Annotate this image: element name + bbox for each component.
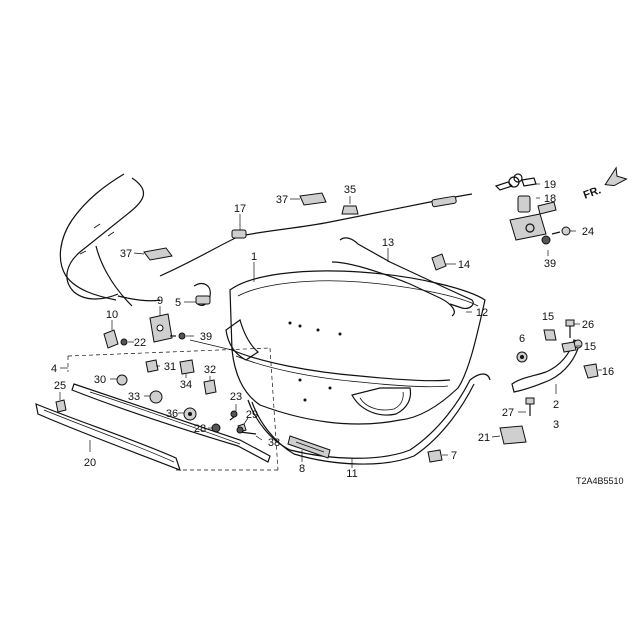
nut-35 [341, 196, 359, 215]
grommet-6 [516, 351, 528, 363]
direction-label: FR. [582, 184, 603, 201]
callout-16: 16 [602, 366, 614, 378]
clip-25 [55, 392, 67, 413]
callout-5: 5 [175, 297, 181, 309]
callout-19: 19 [544, 179, 556, 191]
lock-cylinder [494, 173, 557, 256]
callout-15b: 15 [584, 341, 596, 353]
garnish-strip [71, 383, 271, 463]
callout-38: 38 [268, 437, 280, 449]
callout-9: 9 [157, 295, 163, 307]
trunk-lid [225, 262, 486, 425]
callout-12: 12 [476, 307, 488, 319]
callout-29: 29 [246, 409, 258, 421]
front-direction-arrow [604, 166, 628, 187]
callout-23: 23 [230, 391, 242, 403]
callout-labels: 1 2 3 4 5 6 7 8 9 10 11 12 13 14 15 15 1… [51, 179, 614, 480]
trunk-garnish-20 [35, 403, 181, 472]
bolt-26 [565, 319, 580, 338]
callout-3: 3 [553, 419, 559, 431]
callout-1: 1 [251, 251, 257, 263]
callout-7: 7 [451, 450, 457, 462]
bolt-24 [551, 226, 576, 236]
emblem-plate-21 [491, 425, 527, 445]
fasteners [110, 359, 263, 441]
callout-35: 35 [344, 184, 356, 196]
opener-cable [59, 173, 473, 307]
callout-18: 18 [544, 193, 556, 205]
callout-37b: 37 [276, 194, 288, 206]
callout-15a: 15 [542, 311, 554, 323]
garnish-group-outline [60, 347, 279, 471]
callout-21: 21 [478, 432, 490, 444]
callout-32: 32 [204, 364, 216, 376]
callout-20: 20 [84, 457, 96, 469]
callout-2: 2 [553, 399, 559, 411]
callout-11: 11 [346, 468, 357, 480]
callout-37a: 37 [120, 248, 132, 260]
callout-34: 34 [180, 379, 192, 391]
callout-8: 8 [299, 463, 305, 475]
bumper-stop-7 [427, 449, 448, 463]
callout-14: 14 [458, 259, 470, 271]
callout-33: 33 [128, 391, 140, 403]
callout-22: 22 [134, 337, 146, 349]
bolt-27 [518, 397, 535, 416]
callout-39b: 39 [544, 258, 556, 270]
trunk-hinge [511, 339, 602, 394]
weatherstrip [247, 373, 491, 468]
drawing-code: T2A4B5510 [576, 476, 624, 486]
callout-39a: 39 [200, 331, 212, 343]
callout-17: 17 [234, 203, 246, 215]
callout-25: 25 [54, 380, 66, 392]
callout-4: 4 [51, 363, 57, 375]
callout-6: 6 [519, 333, 525, 345]
support-rod [331, 237, 474, 317]
callout-28: 28 [194, 423, 206, 435]
light-cover-8 [287, 435, 331, 462]
adhesive-pad-37 [133, 192, 327, 261]
callout-26: 26 [582, 319, 594, 331]
callout-31: 31 [164, 361, 176, 373]
clip-14 [431, 253, 456, 271]
callout-24: 24 [582, 226, 594, 238]
callout-13: 13 [382, 237, 394, 249]
callout-10: 10 [106, 309, 118, 321]
callout-30: 30 [94, 374, 106, 386]
callout-27: 27 [502, 407, 514, 419]
callout-36: 36 [166, 408, 178, 420]
clip-15 [543, 329, 582, 353]
latch-assembly [103, 283, 233, 351]
